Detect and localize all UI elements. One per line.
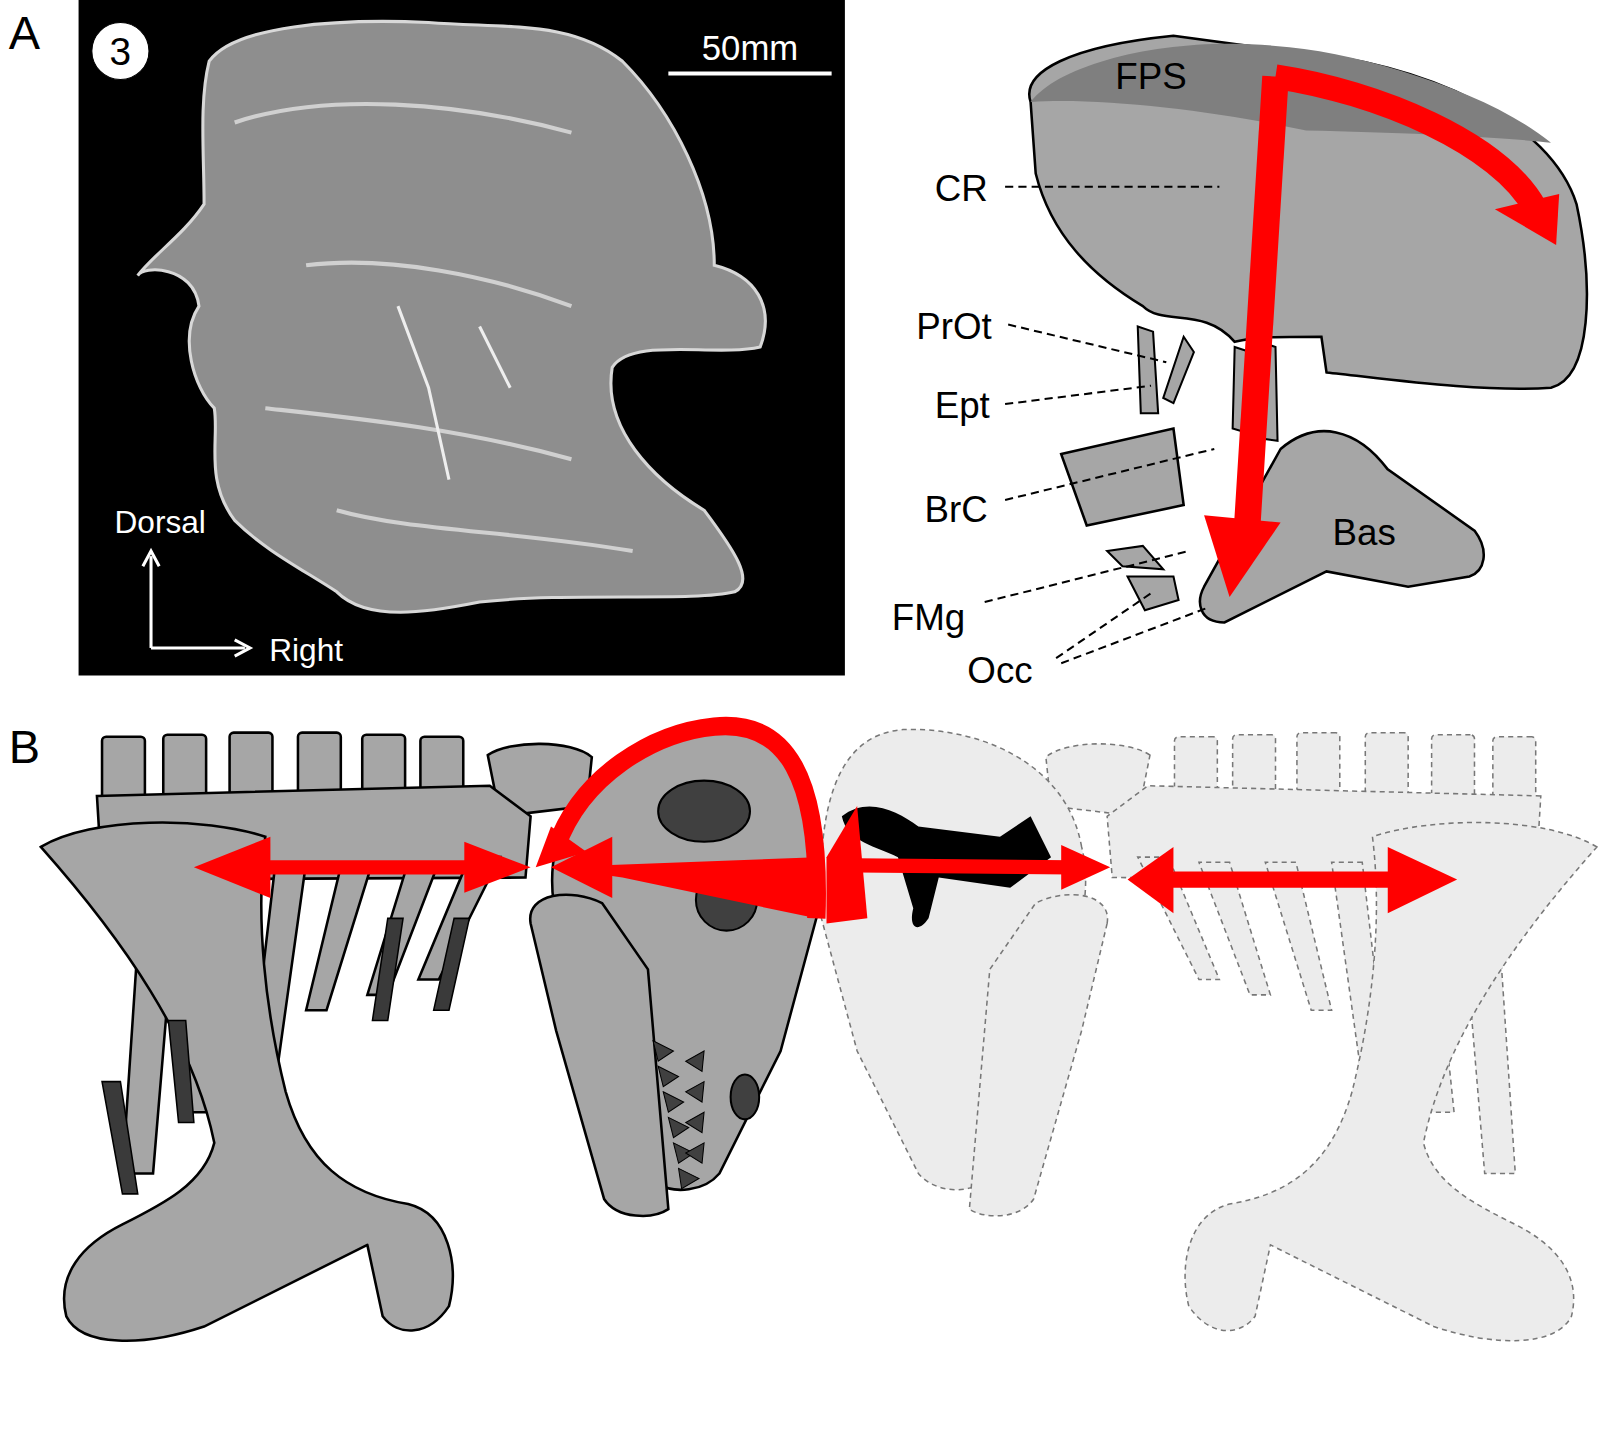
scale-label: 50mm [702,31,798,66]
axis-label: Right [269,634,343,666]
part-label: Bas [1333,514,1396,551]
part-label: Ept [935,388,990,425]
part-label: Occ [967,652,1032,689]
part-label: BrC [924,492,987,529]
axis-label: Dorsal [114,507,205,539]
part-label: CR [935,170,988,207]
part-label: FPS [1115,58,1186,95]
callout-number: 3 [110,33,132,72]
panel-letter: B [9,723,40,770]
panel-letter: A [9,9,40,56]
part-label: PrOt [916,308,992,345]
part-label: FMg [892,599,965,636]
